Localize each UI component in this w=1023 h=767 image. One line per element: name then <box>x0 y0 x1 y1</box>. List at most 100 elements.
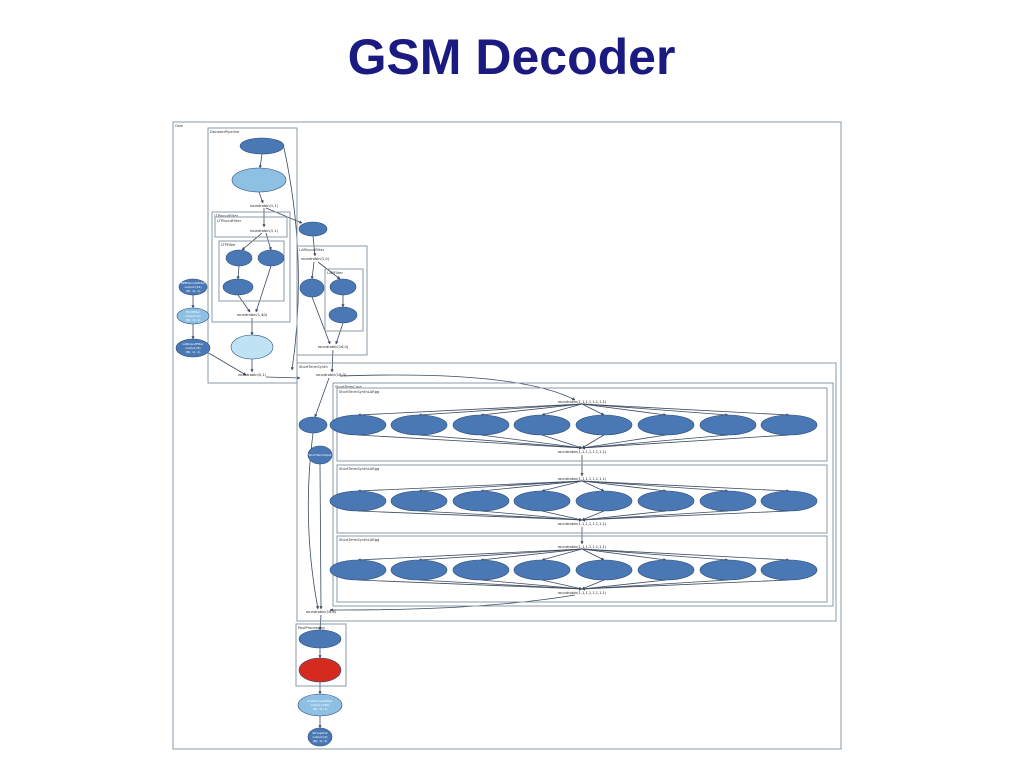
node-row-2-4[interactable] <box>513 490 571 512</box>
node-row-1-1[interactable] <box>329 414 387 436</box>
node-row-3-5[interactable] <box>575 559 633 581</box>
node-row-2-1[interactable] <box>329 490 387 512</box>
edge-9 <box>255 265 272 313</box>
node-row-1-4[interactable] <box>513 414 571 436</box>
node-ltp-side[interactable] <box>298 221 328 237</box>
node-row-2-2[interactable] <box>390 490 448 512</box>
node-row-2-8-shape <box>760 490 818 512</box>
node-ltp-filter[interactable] <box>230 334 274 360</box>
node-lar-a-shape <box>299 278 325 298</box>
split-row-3: roundrobin(1,1,1,1,1,1,1,1) <box>558 545 607 549</box>
node-post-a[interactable] <box>298 629 342 649</box>
edge-2 <box>258 191 264 204</box>
node-row-3-6[interactable] <box>637 559 695 581</box>
split-row-1: roundrobin(1,1,1,1,1,1,1,1) <box>558 400 607 404</box>
edge-row-2-out-5 <box>581 510 605 521</box>
node-ltp-filter-shape <box>230 334 274 360</box>
node-row-1-3[interactable] <box>452 414 510 436</box>
join-row-3: roundrobin(1,1,1,1,1,1,1,1) <box>558 591 607 595</box>
node-ltp-c[interactable] <box>222 278 254 296</box>
node-post-process-text-1: output:(160) <box>311 703 330 707</box>
node-ltp-b-shape <box>257 249 285 267</box>
node-row-3-1[interactable] <box>329 559 387 581</box>
split-lar: roundrobin(1,0) <box>301 257 330 261</box>
edge-row-1-in-3 <box>480 403 583 417</box>
node-row-1-3-shape <box>452 414 510 436</box>
node-ltp-side-shape <box>298 221 328 237</box>
node-row-1-1-shape <box>329 414 387 436</box>
split-ltp-outer: roundrobin(1,1) <box>250 229 279 233</box>
node-decoder-param[interactable] <box>231 167 287 193</box>
edge-row-3-in-4 <box>541 548 583 561</box>
cluster-short-term-synth-label: ShortTermSynth <box>299 365 328 369</box>
node-lar-c-shape <box>328 306 358 324</box>
node-post-process-text-0: PostProcessFilter <box>307 699 333 703</box>
edge-row-1-in-5 <box>581 403 605 416</box>
edge-27 <box>329 594 576 612</box>
cluster-short-term-synth: ShortTermSynth <box>296 362 837 622</box>
node-decoder-param-shape <box>231 167 287 193</box>
edge-34 <box>265 376 301 380</box>
clusters-layer: GsmDecoderPipelineLTPInputFilterLTPInput… <box>172 121 842 750</box>
cluster-short-term-core-label: ShortTermCore <box>335 385 362 389</box>
cluster-ltp-input-filter: LTPInputFilter <box>211 211 291 323</box>
node-row-2-3[interactable] <box>452 490 510 512</box>
join-row-2: roundrobin(1,1,1,1,1,1,1,1) <box>558 522 607 526</box>
node-row-1-7[interactable] <box>699 414 757 436</box>
node-row-3-2[interactable] <box>390 559 448 581</box>
cluster-lar-input-filter-label: LARInputFilter <box>299 248 325 252</box>
node-short-term-input[interactable]: ShortTermInput <box>307 445 333 465</box>
node-row-3-3[interactable] <box>452 559 510 581</box>
cluster-lar-inner-border <box>324 268 364 332</box>
slide-title: GSM Decoder <box>347 29 676 85</box>
node-lar-b[interactable] <box>329 278 357 296</box>
cluster-short-term-core: ShortTermCore <box>332 382 834 607</box>
edge-row-1-in-6 <box>581 403 667 417</box>
node-decoder-input[interactable] <box>239 137 285 155</box>
node-row-1-6[interactable] <box>637 414 695 436</box>
node-row-1-8[interactable] <box>760 414 818 436</box>
node-row-2-8[interactable] <box>760 490 818 512</box>
edge-row-2-out-3 <box>480 510 583 522</box>
node-row-2-6[interactable] <box>637 490 695 512</box>
node-row-3-8[interactable] <box>760 559 818 581</box>
node-ltp-b[interactable] <box>257 249 285 267</box>
node-row-3-7[interactable] <box>699 559 757 581</box>
node-row-3-4[interactable] <box>513 559 571 581</box>
cluster-post-processing: PostProcessing <box>295 623 347 687</box>
node-row-2-7[interactable] <box>699 490 757 512</box>
edge-row-3-out-5 <box>581 579 605 590</box>
node-row-1-2[interactable] <box>390 414 448 436</box>
node-short-term-a[interactable] <box>298 416 328 434</box>
edge-row-3-in-7 <box>581 548 729 562</box>
cluster-post-processing-label: PostProcessing <box>298 626 325 630</box>
node-short-term-input-shape <box>307 445 333 465</box>
node-lar-b-shape <box>329 278 357 296</box>
edge-row-1-out-2 <box>418 434 583 450</box>
node-hold-filter-shape <box>176 307 210 325</box>
node-lar-a[interactable] <box>299 278 325 298</box>
edge-row-3-in-2 <box>418 548 583 562</box>
join-row-1: roundrobin(1,1,1,1,1,1,1,1) <box>558 450 607 454</box>
join-decoder: roundrobin(0,1) <box>238 373 267 377</box>
edge-row-2-in-5 <box>581 480 605 492</box>
edge-row-3-in-6 <box>581 548 667 562</box>
node-row-1-5[interactable] <box>575 414 633 436</box>
node-ltp-a[interactable] <box>225 249 253 267</box>
node-row-2-5[interactable] <box>575 490 633 512</box>
edge-20 <box>311 296 331 345</box>
edge-row-1-out-6 <box>581 434 667 450</box>
node-lar-c[interactable] <box>328 306 358 324</box>
edge-22 <box>330 349 334 373</box>
edge-row-3-in-3 <box>480 548 583 562</box>
node-post-alert[interactable] <box>298 657 342 683</box>
node-row-3-1-shape <box>329 559 387 581</box>
edge-row-1-in-8 <box>581 403 790 417</box>
cluster-top-border <box>172 121 842 750</box>
cluster-lar-inner: LARFilter <box>324 268 364 332</box>
